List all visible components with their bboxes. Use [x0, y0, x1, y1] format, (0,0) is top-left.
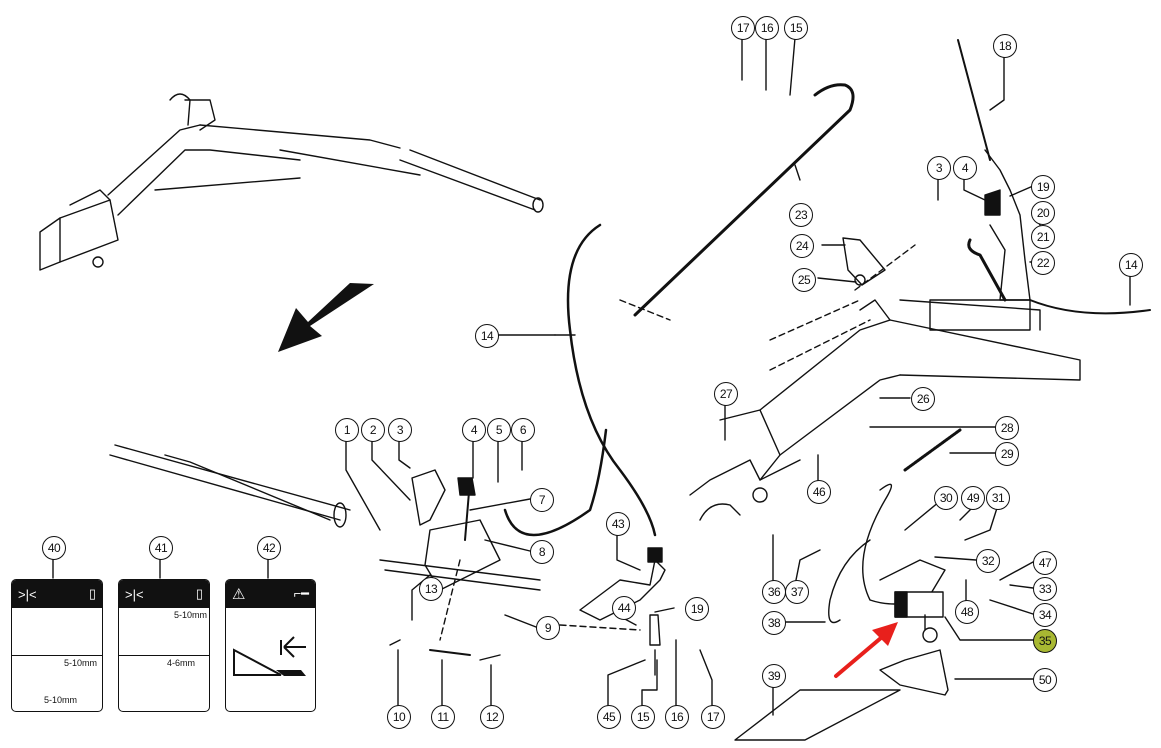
share-50: [879, 649, 949, 696]
callout-part-2[interactable]: 2: [361, 418, 385, 442]
main-frame-top: [39, 93, 544, 271]
callout-part-25[interactable]: 25: [792, 268, 816, 292]
callout-part-9[interactable]: 9: [536, 616, 560, 640]
cable-14: [566, 223, 657, 537]
callout-part-7[interactable]: 7: [530, 488, 554, 512]
decal-41-mm-top: 5-10mm: [174, 610, 208, 620]
callout-part-44[interactable]: 44: [612, 596, 636, 620]
decal-header: ⚠ ⌐━: [226, 580, 315, 608]
callout-part-50[interactable]: 50: [1033, 668, 1057, 692]
warning-triangle-icon: ⚠: [232, 586, 246, 603]
callout-part-8[interactable]: 8: [530, 540, 554, 564]
callout-part-10[interactable]: 10: [387, 705, 411, 729]
callout-part-36[interactable]: 36: [762, 580, 786, 604]
callout-part-30[interactable]: 30: [934, 486, 958, 510]
callout-part-48[interactable]: 48: [955, 600, 979, 624]
callout-part-16[interactable]: 16: [755, 16, 779, 40]
decal-divider: [12, 655, 102, 656]
callout-part-37[interactable]: 37: [785, 580, 809, 604]
callout-part-16[interactable]: 16: [665, 705, 689, 729]
hazard-symbol-icon: ⌐━: [293, 586, 309, 601]
callout-part-14[interactable]: 14: [1119, 253, 1143, 277]
gap-arrows-icon: >|<: [125, 586, 144, 602]
callout-part-4[interactable]: 4: [462, 418, 486, 442]
callout-part-3[interactable]: 3: [388, 418, 412, 442]
gap-arrows-icon: >|<: [18, 586, 37, 602]
callout-part-31[interactable]: 31: [986, 486, 1010, 510]
callout-part-27[interactable]: 27: [714, 382, 738, 406]
callout-part-6[interactable]: 6: [511, 418, 535, 442]
manual-icon: ▯: [195, 586, 203, 601]
travel-direction-arrow: [278, 283, 374, 352]
callout-part-3[interactable]: 3: [927, 156, 951, 180]
decal-41: >|< ▯ 5-10mm 4-6mm: [118, 579, 210, 712]
callout-part-21[interactable]: 21: [1031, 225, 1055, 249]
share-bracket: [862, 483, 946, 605]
callout-part-18[interactable]: 18: [993, 34, 1017, 58]
callout-part-24[interactable]: 24: [790, 234, 814, 258]
decal-header: >|< ▯: [12, 580, 102, 608]
callout-part-4[interactable]: 4: [953, 156, 977, 180]
decal-41-mm-bottom: 4-6mm: [167, 658, 196, 668]
callout-part-40[interactable]: 40: [42, 536, 66, 560]
callout-part-20[interactable]: 20: [1031, 201, 1055, 225]
callout-part-39[interactable]: 39: [762, 664, 786, 688]
callout-part-19[interactable]: 19: [685, 597, 709, 621]
callout-part-32[interactable]: 32: [976, 549, 1000, 573]
callout-part-41[interactable]: 41: [149, 536, 173, 560]
callout-part-5[interactable]: 5: [487, 418, 511, 442]
pointer-arrow: [834, 630, 890, 678]
callout-part-1[interactable]: 1: [335, 418, 359, 442]
callout-part-11[interactable]: 11: [431, 705, 455, 729]
rod-23: [633, 83, 855, 317]
callout-part-49[interactable]: 49: [961, 486, 985, 510]
callout-part-15[interactable]: 15: [631, 705, 655, 729]
callout-part-17[interactable]: 17: [731, 16, 755, 40]
control-valve-assembly: [109, 444, 541, 661]
callout-part-22[interactable]: 22: [1031, 251, 1055, 275]
callout-part-23[interactable]: 23: [789, 203, 813, 227]
callout-part-35[interactable]: 35: [1033, 629, 1057, 653]
callout-part-45[interactable]: 45: [597, 705, 621, 729]
decal-42: ⚠ ⌐━: [225, 579, 316, 712]
callout-part-17[interactable]: 17: [701, 705, 725, 729]
decal-40-mm-bottom: 5-10mm: [44, 695, 78, 705]
decal-40-mm-top: 5-10mm: [64, 658, 98, 668]
point-39: [734, 689, 901, 741]
right-frame: [689, 299, 1081, 521]
callout-part-34[interactable]: 34: [1033, 603, 1057, 627]
callout-part-42[interactable]: 42: [257, 536, 281, 560]
callout-part-28[interactable]: 28: [995, 416, 1019, 440]
manual-icon: ▯: [88, 586, 96, 601]
callout-part-14[interactable]: 14: [475, 324, 499, 348]
callout-part-46[interactable]: 46: [807, 480, 831, 504]
callout-part-15[interactable]: 15: [784, 16, 808, 40]
decal-divider: [119, 655, 209, 656]
callout-part-26[interactable]: 26: [911, 387, 935, 411]
callout-part-33[interactable]: 33: [1033, 577, 1057, 601]
callout-part-12[interactable]: 12: [480, 705, 504, 729]
callout-part-38[interactable]: 38: [762, 611, 786, 635]
callout-part-29[interactable]: 29: [995, 442, 1019, 466]
callout-part-47[interactable]: 47: [1033, 551, 1057, 575]
decal-header: >|< ▯: [119, 580, 209, 608]
callout-part-43[interactable]: 43: [606, 512, 630, 536]
callout-part-13[interactable]: 13: [419, 577, 443, 601]
callout-part-19[interactable]: 19: [1031, 175, 1055, 199]
share-adjust-icon: [233, 636, 306, 676]
decal-40: >|< ▯ 5-10mm 5-10mm: [11, 579, 103, 712]
